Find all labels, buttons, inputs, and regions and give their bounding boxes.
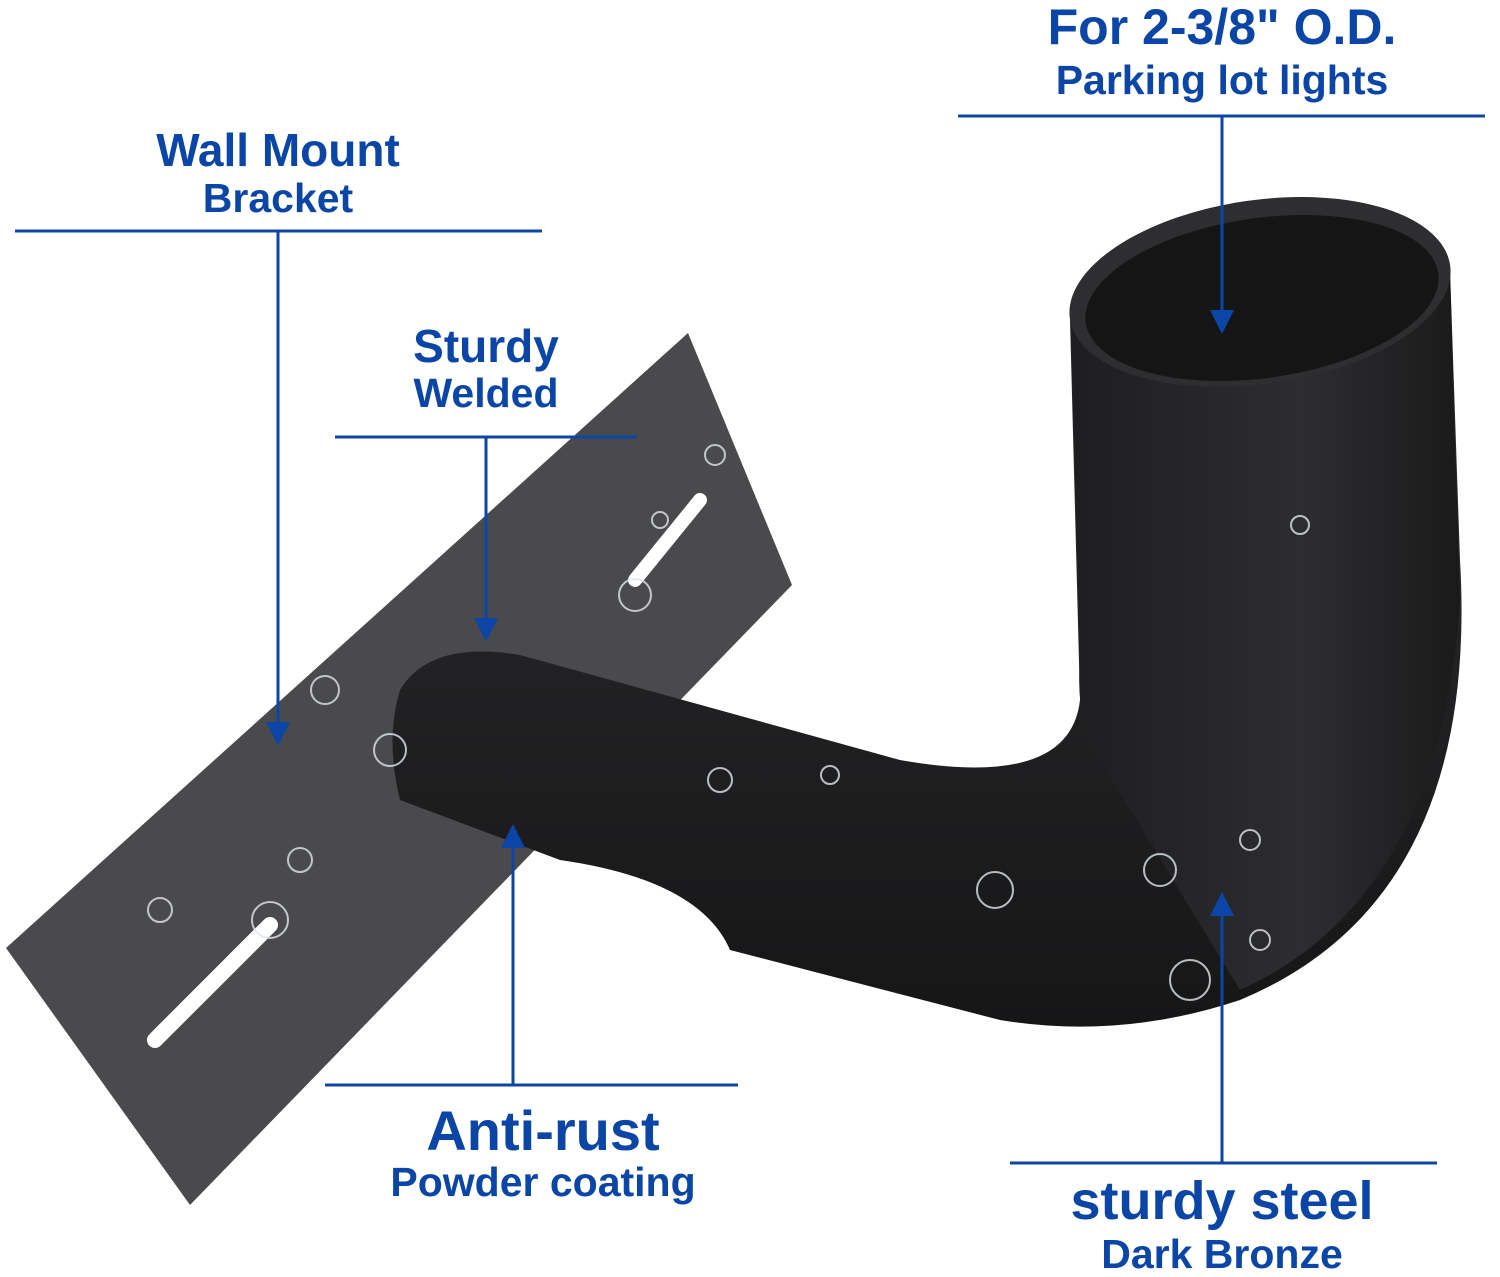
callout-top-left-subtitle: Bracket: [202, 175, 354, 221]
water-splash: [147, 444, 1310, 1001]
slot-upper: [628, 493, 707, 587]
pipe-arm: [392, 197, 1462, 1027]
callout-top-left-title: Wall Mount: [156, 124, 400, 176]
callout-bottom-left-title: Anti-rust: [426, 1099, 660, 1162]
callout-bottom-left-subtitle: Powder coating: [390, 1159, 696, 1205]
callout-bottom-right-subtitle: Dark Bronze: [1101, 1231, 1343, 1277]
callout-top-right-title: For 2-3/8" O.D.: [1047, 0, 1397, 55]
callout-bottom-right-title: sturdy steel: [1070, 1171, 1374, 1231]
slot-lower: [147, 917, 278, 1048]
callout-lines: [15, 114, 1485, 1165]
callout-middle-subtitle: Welded: [413, 370, 559, 416]
callout-middle-title: Sturdy: [413, 320, 559, 372]
callout-top-right-subtitle: Parking lot lights: [1055, 57, 1389, 103]
